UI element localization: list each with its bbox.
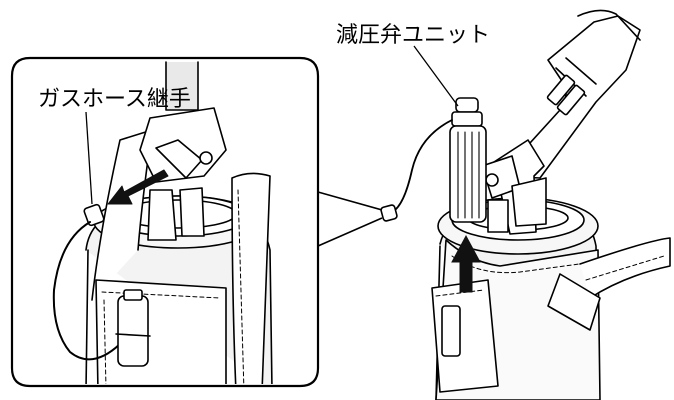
pressure-reducer-unit	[449, 97, 487, 223]
main-bottle	[431, 197, 671, 400]
lift-arrow	[451, 234, 481, 293]
main-illustration	[380, 9, 671, 400]
gas-hose-joint-label: ガスホース継手	[38, 87, 191, 112]
zoom-connector	[317, 191, 383, 247]
main-gas-hose	[380, 119, 453, 222]
inset-detail: ガスホース継手	[10, 56, 320, 388]
inset-gas-hose	[52, 203, 151, 367]
pressure-reducer-label: 減圧弁ユニット	[336, 23, 490, 48]
main-handle-arm	[499, 9, 641, 179]
pressure-reducer-leader	[413, 45, 459, 107]
inset-valve	[139, 61, 227, 241]
inset-arrow	[107, 169, 169, 205]
gas-hose-joint-leader	[85, 111, 93, 205]
main-valve-assembly	[481, 139, 547, 235]
